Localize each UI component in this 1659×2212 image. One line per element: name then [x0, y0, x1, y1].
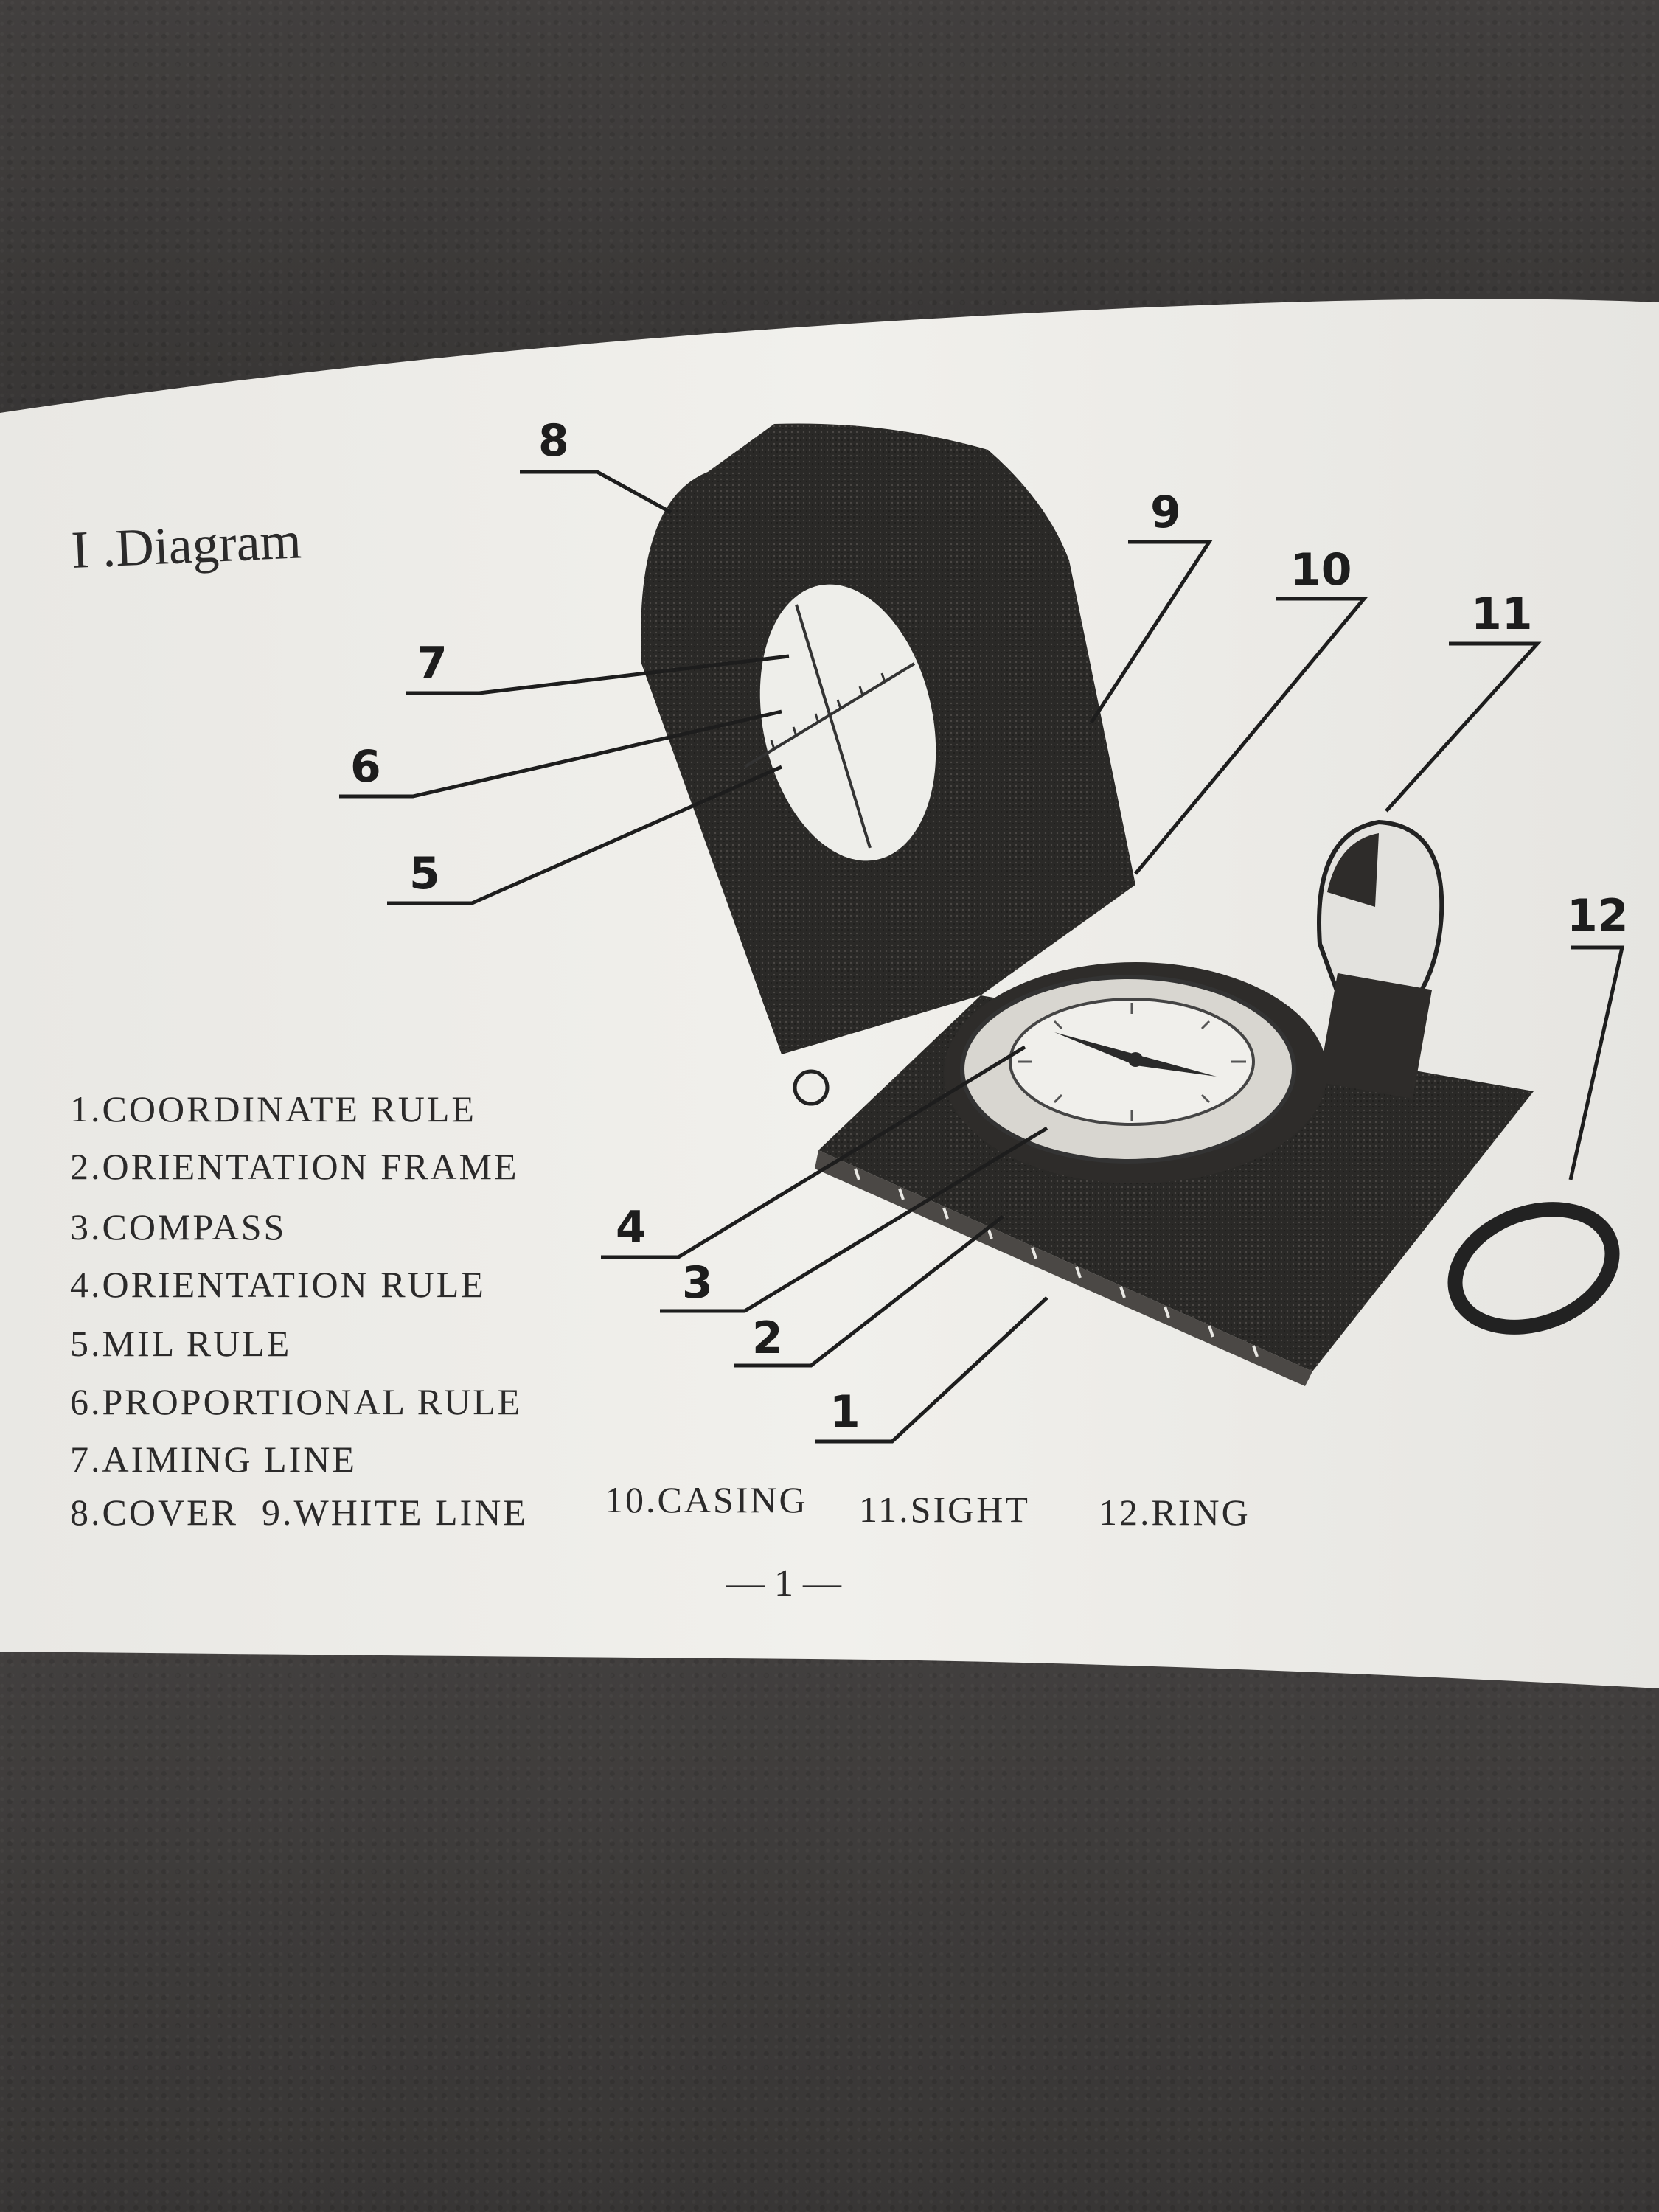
- hinge-pin: [795, 1071, 827, 1104]
- callout-4: 4: [616, 1202, 647, 1253]
- legend-item-1: 1.COORDINATE RULE: [70, 1088, 476, 1130]
- legend-item-5: 5.MIL RULE: [70, 1322, 291, 1365]
- callout-10: 10: [1290, 544, 1352, 596]
- callout-12: 12: [1567, 890, 1629, 942]
- callout-11: 11: [1471, 588, 1533, 640]
- page-number: — 1 —: [726, 1562, 841, 1605]
- callout-7: 7: [417, 638, 448, 689]
- callout-9: 9: [1150, 487, 1181, 538]
- legend-item-10: 10.CASING: [605, 1478, 808, 1521]
- callout-2: 2: [752, 1312, 783, 1364]
- callout-5: 5: [409, 848, 440, 900]
- legend-item-6: 6.PROPORTIONAL RULE: [70, 1380, 522, 1423]
- legend-item-7: 7.AIMING LINE: [70, 1438, 357, 1481]
- legend-item-4: 4.ORIENTATION RULE: [70, 1263, 486, 1306]
- section-heading: I .Diagram: [70, 509, 302, 581]
- legend-item-3: 3.COMPASS: [70, 1206, 286, 1248]
- sight-mount: [1318, 973, 1432, 1099]
- legend-item-11: 11.SIGHT: [859, 1488, 1030, 1531]
- callout-1: 1: [830, 1386, 860, 1438]
- legend-item-9: 9.WHITE LINE: [262, 1491, 528, 1534]
- callout-3: 3: [682, 1257, 713, 1309]
- callout-8: 8: [538, 415, 569, 467]
- callout-6: 6: [350, 741, 381, 793]
- legend-item-8: 8.COVER: [70, 1491, 238, 1534]
- compass-pivot: [1128, 1052, 1143, 1067]
- legend-item-2: 2.ORIENTATION FRAME: [70, 1145, 519, 1188]
- legend-item-12: 12.RING: [1099, 1491, 1251, 1534]
